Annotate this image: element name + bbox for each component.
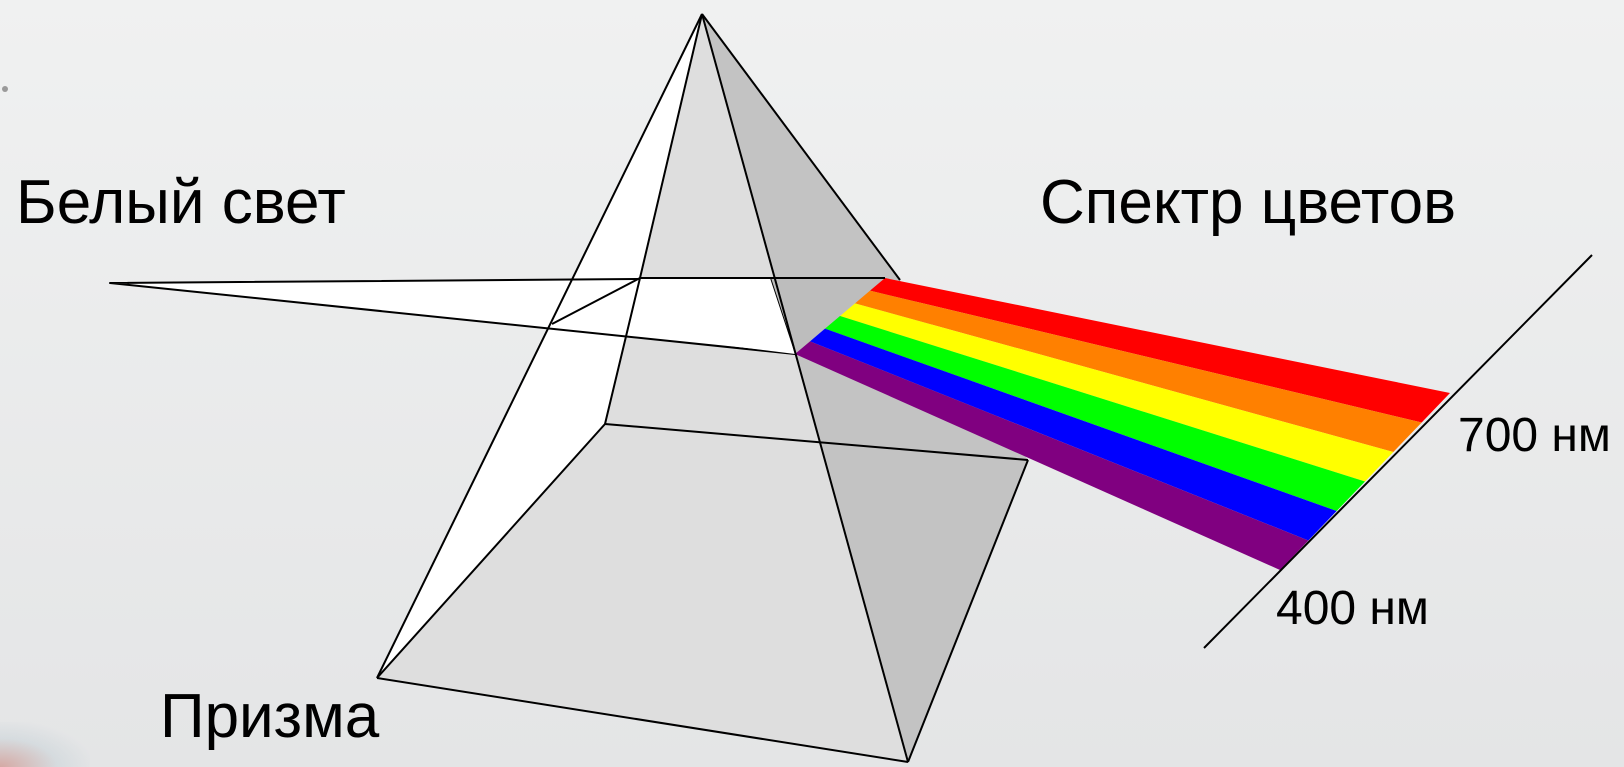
prism-edge-back-base [604, 423, 1029, 461]
prism-front-face [377, 14, 908, 762]
spectrum-band-green [825, 316, 1365, 511]
prism-edge-right-base [907, 459, 1029, 763]
prism-edge-slab [551, 277, 641, 325]
spectrum-band-yellow [840, 303, 1394, 482]
wavelength-700-label: 700 нм [1458, 409, 1611, 462]
prism-edge-left [376, 13, 703, 679]
wavelength-axis [1203, 254, 1593, 649]
spectrum-band-red [870, 278, 1450, 423]
spectrum-label: Спектр цветов [1040, 168, 1457, 237]
inner-beam [552, 278, 795, 354]
prism-edges [376, 13, 1029, 763]
spectrum-band-orange [855, 290, 1422, 452]
wavelength-400-label: 400 нм [1276, 582, 1429, 635]
prism-right-face [702, 14, 1028, 762]
white-light-label: Белый свет [16, 168, 346, 237]
prism-exit-shade [770, 278, 885, 354]
prism-label: Призма [160, 682, 380, 751]
prism-edge-front [701, 13, 909, 763]
prism-edge-inner [639, 13, 703, 279]
slide-bullet-dot [2, 86, 8, 92]
prism-edge-front-base [376, 677, 909, 763]
spectrum-band-blue [810, 328, 1337, 541]
spectrum-band-violet [795, 341, 1309, 570]
spectrum-bands [795, 278, 1450, 570]
prism-edge-right [701, 13, 901, 281]
corner-decoration [0, 722, 90, 767]
